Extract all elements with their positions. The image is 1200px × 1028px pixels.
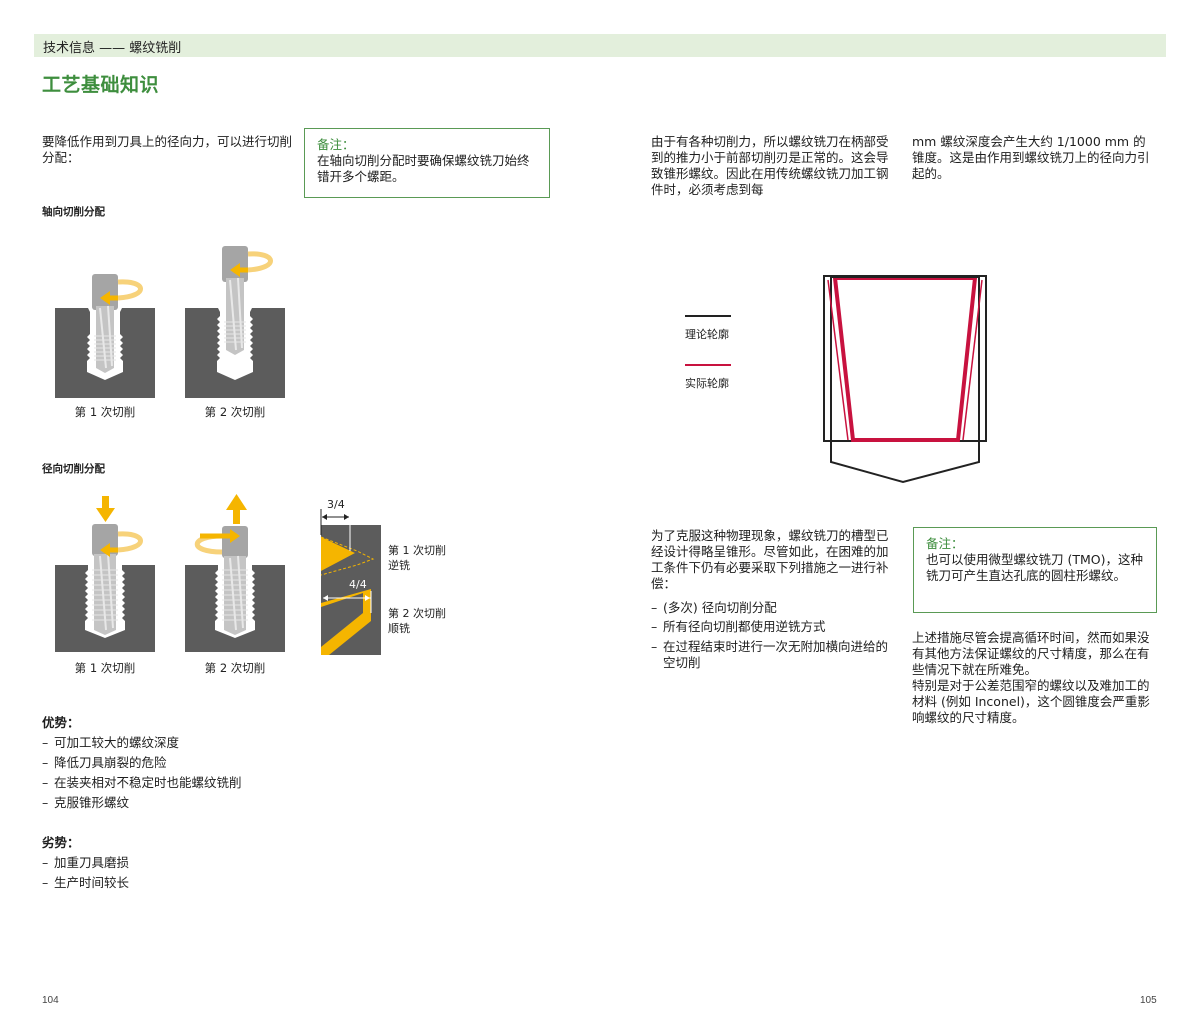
note-title: 备注： [926,536,964,551]
advantage-item: 可加工较大的螺纹深度 [42,733,242,753]
measure-item: 在过程结束时进行一次无附加横向进给的空切削 [651,639,895,671]
pass2-title: 第 2 次切削 [388,607,446,620]
thread-mill-tool-icon [222,526,248,635]
pass1-title: 第 1 次切削 [388,544,446,557]
rotation-arrow-icon [230,251,273,277]
measure-item: (多次) 径向切削分配 [651,598,895,617]
advantages-title: 优势： [42,715,80,730]
taper-profile-diagram [823,275,987,484]
dimension-4-4-label: 4/4 [349,578,367,591]
advantage-item: 降低刀具崩裂的危险 [42,753,242,773]
taper-paragraph-col2: mm 螺纹深度会产生大约 1/1000 mm 的锥度。这是由作用到螺纹铣刀上的径… [912,134,1150,181]
section-header-band: 技术信息 —— 螺纹铣削 [34,34,1166,57]
dimension-4-4-icon [323,591,372,613]
actual-profile-icon [827,276,983,442]
axial-caption-1: 第 1 次切削 [74,405,136,419]
thread-mill-tool-icon [92,524,118,635]
advantage-item: 克服锥形螺纹 [42,793,242,813]
theoretical-profile-icon [823,275,987,484]
axial-pass1-figure [55,274,155,398]
radial-pass1-figure [55,496,155,652]
section-label: 技术信息 —— 螺纹铣削 [43,41,182,56]
advantages-block: 优势： 可加工较大的螺纹深度 降低刀具崩裂的危险 在装夹相对不稳定时也能螺纹铣削… [42,713,242,813]
axial-heading: 轴向切削分配 [42,206,105,218]
workpiece-icon [55,308,155,398]
radial-caption-1: 第 1 次切削 [74,661,136,675]
legend-actual-line-icon [685,364,731,366]
measures-list: (多次) 径向切削分配 所有径向切削都使用逆铣方式 在过程结束时进行一次无附加横… [651,598,895,671]
advantage-item: 在装夹相对不稳定时也能螺纹铣削 [42,773,242,793]
inconel-text: 特别是对于公差范围窄的螺纹以及难加工的材料 (例如 Inconel)，这个圆锥度… [912,678,1150,725]
cycle-time-paragraph: 上述措施尽管会提高循环时间，然而如果没有其他方法保证螺纹的尺寸精度，那么在有些情… [912,630,1160,726]
disadvantages-block: 劣势： 加重刀具磨损 生产时间较长 [42,833,129,893]
radial-heading: 径向切削分配 [42,463,105,475]
workpiece-icon [55,565,155,652]
radial-detail-figure [320,509,381,655]
disadvantage-item: 加重刀具磨损 [42,853,129,873]
disadvantages-title: 劣势： [42,835,80,850]
rotation-arrow-icon [100,279,143,305]
note-box-axial: 备注： 在轴向切削分配时要确保螺纹铣刀始终错开多个螺距。 [304,128,550,198]
workpiece-icon [185,565,285,652]
pass2-mode: 顺铣 [388,622,410,635]
page-title: 工艺基础知识 [42,74,160,96]
disadvantage-item: 生产时间较长 [42,873,129,893]
cycle-time-text: 上述措施尽管会提高循环时间，然而如果没有其他方法保证螺纹的尺寸精度，那么在有些情… [912,630,1150,677]
rotation-arrow-icon [100,531,143,557]
note-box-tmo: 备注： 也可以使用微型螺纹铣刀 (TMO)，这种铣刀可产生直达孔底的圆柱形螺纹。 [913,527,1157,613]
rotation-arrow-icon [194,529,240,555]
radial-caption-2: 第 2 次切削 [204,661,266,675]
radial-pass2-figure [185,494,285,652]
workpiece-icon [185,308,285,398]
up-arrow-icon [226,494,247,524]
page-number-left: 104 [42,995,59,1006]
legend-theoretical-line-icon [685,315,731,317]
down-arrow-icon [96,496,115,522]
page-number-right: 105 [1140,995,1157,1006]
pass1-label: 第 1 次切削 逆铣 [388,543,446,573]
legend-actual-label: 实际轮廓 [685,377,729,390]
note-body: 在轴向切削分配时要确保螺纹铣刀始终错开多个螺距。 [317,153,530,184]
note-title: 备注： [317,137,355,152]
axial-caption-2: 第 2 次切削 [204,405,266,419]
legend-theoretical-label: 理论轮廓 [685,328,729,341]
pass1-mode: 逆铣 [388,559,410,572]
thread-mill-tool-icon [222,246,248,355]
dimension-3-4-label: 3/4 [327,498,345,511]
thread-mill-tool-icon [92,274,118,373]
taper-paragraph-col1: 由于有各种切削力，所以螺纹铣刀在柄部受到的推力小于前部切削刃是正常的。这会导致锥… [651,134,889,197]
intro-paragraph: 要降低作用到刀具上的径向力，可以进行切削分配： [42,134,293,165]
axial-pass2-figure [185,246,285,398]
second-pass-region-icon [321,589,371,655]
note-body: 也可以使用微型螺纹铣刀 (TMO)，这种铣刀可产生直达孔底的圆柱形螺纹。 [926,552,1143,583]
compensation-paragraph: 为了克服这种物理现象，螺纹铣刀的槽型已经设计得略呈锥形。尽管如此，在困难的加工条… [651,528,889,591]
pass2-label: 第 2 次切削 顺铣 [388,606,446,636]
measure-item: 所有径向切削都使用逆铣方式 [651,617,895,636]
first-pass-region-icon [321,537,355,571]
